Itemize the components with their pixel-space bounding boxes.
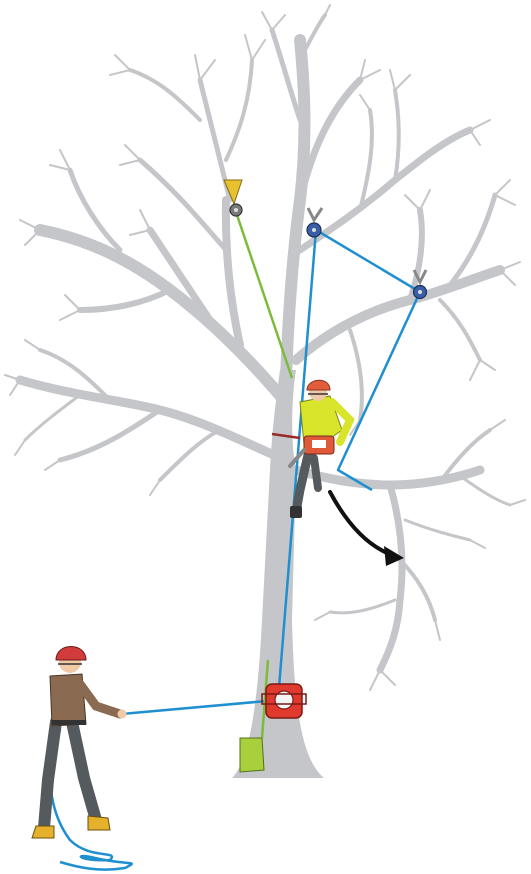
tree-illustration [5,5,525,778]
rope-bag-icon [240,738,264,772]
ground-worker-figure [32,647,127,839]
pulley-icon [307,208,322,237]
friction-device-icon [262,684,306,718]
